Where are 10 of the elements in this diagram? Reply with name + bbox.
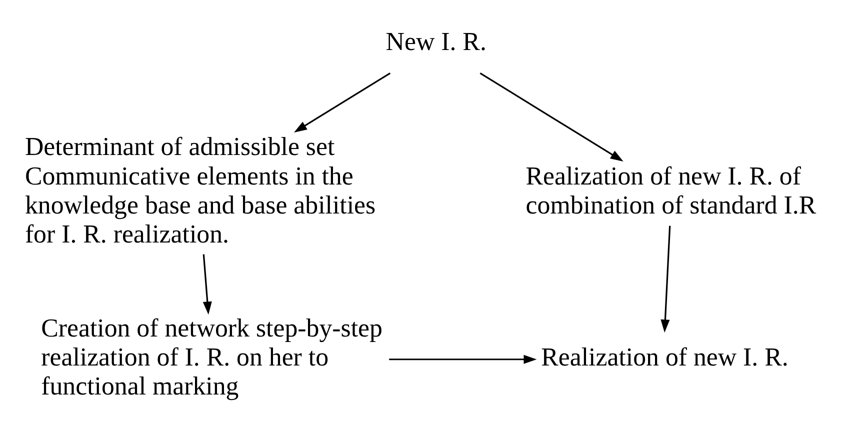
node-text: New I. R. — [386, 26, 486, 56]
arrow — [660, 226, 671, 333]
node-text: Determinant of admissible set Communicative elements in the knowledge base and base abilities for I. R. realization. — [24, 132, 376, 249]
arrow — [294, 72, 391, 132]
arrow — [202, 254, 212, 315]
arrow — [389, 354, 537, 364]
node-text: Creation of network step-by-step realization of I. R. on her to functional marking — [41, 313, 382, 401]
arrow — [480, 72, 624, 162]
node-text: Realization of new I. R. — [541, 342, 788, 372]
node-text: Realization of new I. R. of combination of standard I.R — [526, 161, 816, 220]
